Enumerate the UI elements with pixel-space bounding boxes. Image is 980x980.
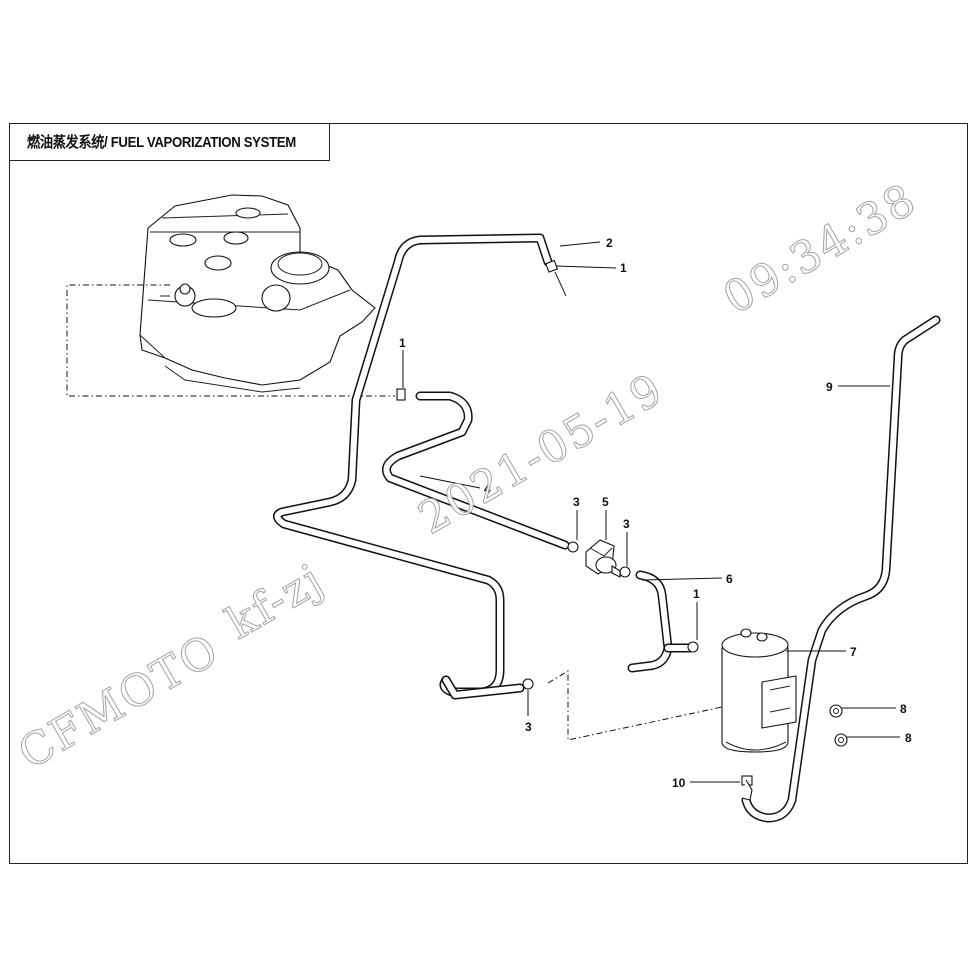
callout-9: 9 [826,380,833,394]
leader-lines [402,241,900,783]
callout-1-top: 1 [620,261,627,275]
watermark-date: 2021-05-19 [410,364,673,545]
valve-5 [585,539,621,578]
canister-dashed-line [547,670,723,741]
callout-3-right: 3 [623,517,630,531]
clip-3-valve-right [619,566,631,578]
callout-4: 4 [484,482,491,496]
callout-6: 6 [726,572,733,586]
callout-10: 10 [672,776,686,790]
callouts: 2 1 1 4 3 5 3 6 1 7 9 8 8 3 10 [399,236,912,790]
clip-3-valve-left [567,541,579,553]
hose-2 [273,233,553,700]
watermark-user: kf-zj [218,554,333,650]
clip-1-canister [687,641,699,653]
hose-9 [741,315,941,823]
callout-1-canister: 1 [693,587,700,601]
callout-2: 2 [606,236,613,250]
canister-7 [721,628,797,801]
page-title: 燃油蒸发系统/ FUEL VAPORIZATION SYSTEM [27,134,296,151]
callout-8-upper: 8 [900,702,907,716]
nut-8-lower [834,733,848,747]
watermark-brand: CFMOTO [10,624,228,780]
callout-3-left: 3 [573,495,580,509]
hose-4 [381,391,570,550]
callout-8-lower: 8 [905,731,912,745]
callout-1-tank: 1 [399,336,406,350]
callout-3-bottom: 3 [525,720,532,734]
callout-5: 5 [602,495,609,509]
clip-3-bottom [522,678,534,690]
fuel-tank [139,194,376,393]
nut-8-upper [829,704,843,718]
watermark-time: 09:34:38 [715,174,926,325]
tank-to-hose-dashed-line [66,284,395,397]
clip-1-top [545,259,567,297]
callout-7: 7 [850,645,857,659]
hose-6 [627,570,695,673]
clip-1-tank [396,388,406,401]
diagram-frame [9,123,968,864]
title-box: 燃油蒸发系统/ FUEL VAPORIZATION SYSTEM [9,123,330,161]
